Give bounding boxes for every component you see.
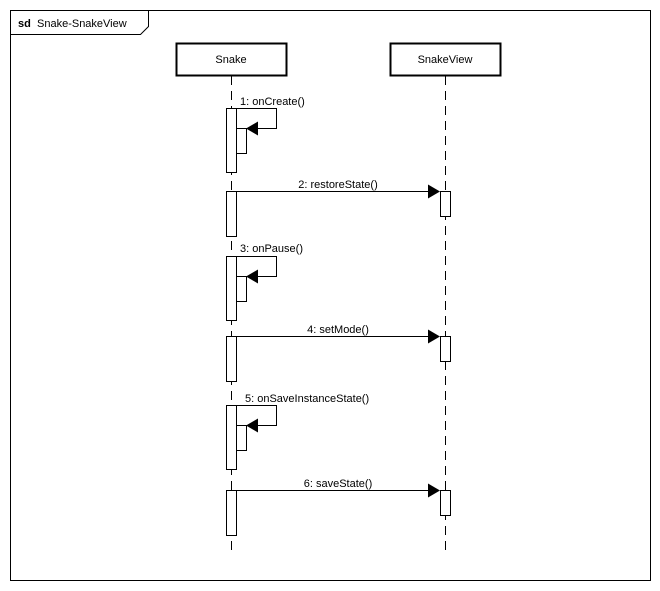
message-label: 3: onPause(): [240, 243, 303, 255]
target-activation-bar: [440, 336, 451, 362]
message-label: 6: saveState(): [304, 478, 372, 490]
lifeline-snakeview[interactable]: SnakeView: [389, 42, 502, 551]
activation-bar: [226, 405, 237, 470]
arrowhead-icon: [428, 483, 440, 498]
message-5[interactable]: 5: onSaveInstanceState(): [226, 393, 370, 470]
message-label: 1: onCreate(): [240, 96, 305, 108]
frame-border: [10, 10, 651, 581]
message-2[interactable]: 2: restoreState(): [226, 179, 451, 237]
lifeline-snake[interactable]: Snake: [175, 42, 288, 551]
message-3[interactable]: 3: onPause(): [226, 243, 303, 321]
target-activation-bar: [440, 191, 451, 217]
self-message-arrow: [236, 108, 277, 129]
arrowhead-icon: [428, 184, 440, 199]
self-message-arrow: [236, 256, 277, 277]
arrowhead-icon: [246, 121, 258, 136]
arrowhead-icon: [246, 269, 258, 284]
target-activation-bar: [440, 490, 451, 516]
activation-bar: [226, 490, 237, 536]
self-message-arrow: [236, 405, 277, 426]
arrowhead-icon: [428, 329, 440, 344]
activation-bar: [226, 256, 237, 321]
message-label: 5: onSaveInstanceState(): [245, 393, 369, 405]
message-1[interactable]: 1: onCreate(): [226, 96, 305, 173]
frame-keyword: sd: [18, 18, 31, 30]
arrowhead-icon: [246, 418, 258, 433]
message-label: 4: setMode(): [307, 324, 369, 336]
nested-activation-bar: [236, 128, 247, 154]
message-label: 2: restoreState(): [298, 179, 377, 191]
nested-activation-bar: [236, 425, 247, 451]
lifeline-head-snakeview[interactable]: [389, 42, 502, 77]
message-4[interactable]: 4: setMode(): [226, 324, 451, 382]
activation-bar: [226, 336, 237, 382]
frame-tab: [10, 10, 149, 35]
activation-bar: [226, 191, 237, 237]
frame-name: Snake-SnakeView: [37, 18, 127, 30]
activation-bar: [226, 108, 237, 173]
lifeline-head-snake[interactable]: [175, 42, 288, 77]
lifeline-label-snakeview: SnakeView: [418, 54, 473, 66]
message-6[interactable]: 6: saveState(): [226, 478, 451, 536]
lifeline-label-snake: Snake: [215, 54, 246, 66]
nested-activation-bar: [236, 276, 247, 302]
